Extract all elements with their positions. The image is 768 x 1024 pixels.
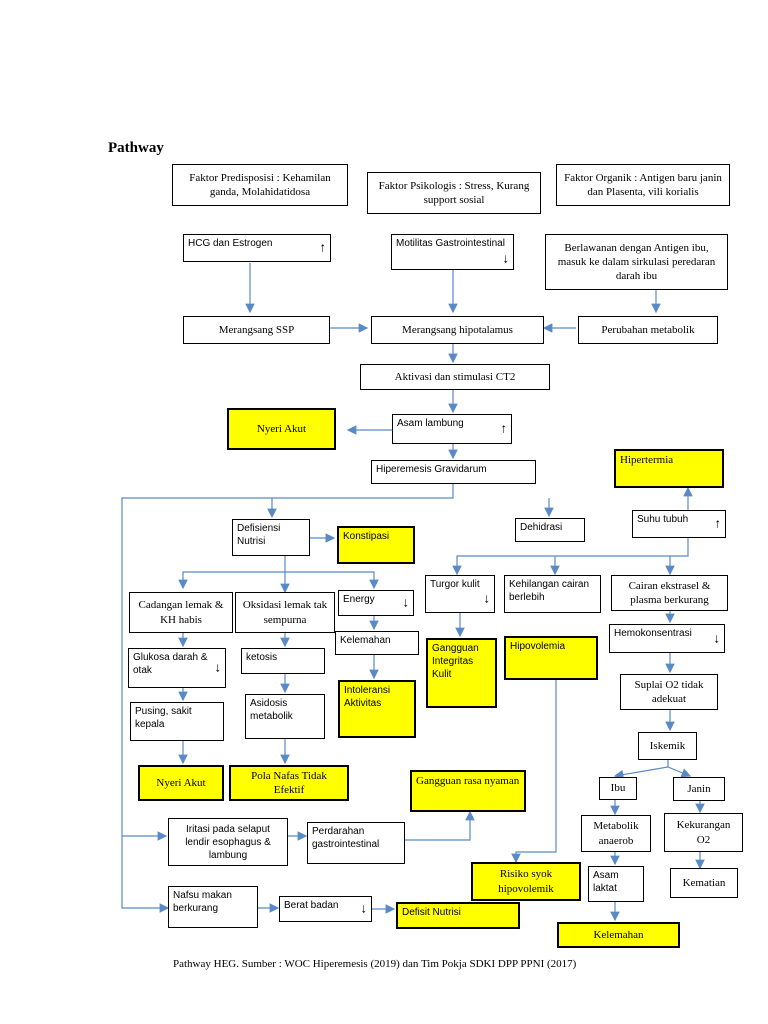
berlawanan-node: Berlawanan dengan Antigen ibu, masuk ke … [545, 234, 728, 290]
berat-badan-node: Berat badan↓ [279, 896, 372, 922]
decrease-indicator: ↓ [502, 250, 510, 266]
ibu-node: Ibu [599, 777, 637, 800]
pusing-node: Pusing, sakit kepala [130, 702, 224, 741]
decrease-indicator: ↓ [214, 659, 222, 675]
perdarahan-node: Perdarahan gastrointestinal [307, 822, 405, 864]
gangguan-rasa-nyaman-diagnosis: Gangguan rasa nyaman [410, 770, 526, 812]
pola-nafas-diagnosis: Pola Nafas Tidak Efektif [229, 765, 349, 801]
iritasi-node: Iritasi pada selaput lendir esophagus & … [168, 818, 288, 866]
asidosis-node: Asidosis metabolik [245, 694, 325, 739]
suplai-o2-node: Suplai O2 tidak adekuat [620, 674, 718, 710]
iskemik-node: Iskemik [638, 732, 697, 760]
metabolik-anaerob-node: Metabolik anaerob [581, 815, 651, 852]
nyeri-akut-diagnosis: Nyeri Akut [227, 408, 336, 450]
energy-node: Energy↓ [338, 590, 414, 616]
faktor-predisposisi-node: Faktor Predisposisi : Kehamilan ganda, M… [172, 164, 348, 206]
dehidrasi-node: Dehidrasi [515, 518, 585, 542]
hiperemesis-node: Hiperemesis Gravidarum [371, 460, 536, 484]
kematian-node: Kematian [670, 868, 738, 898]
hipertermia-diagnosis: Hipertermia [614, 449, 724, 488]
nyeri-akut-diagnosis-2: Nyeri Akut [138, 765, 224, 801]
decrease-indicator: ↓ [713, 630, 721, 646]
increase-indicator: ↑ [714, 515, 722, 531]
risiko-syok-diagnosis: Risiko syok hipovolemik [471, 862, 581, 901]
faktor-organik-node: Faktor Organik : Antigen baru janin dan … [556, 164, 730, 206]
cadangan-lemak-node: Cadangan lemak & KH habis [129, 592, 233, 633]
aktivasi-ct2-node: Aktivasi dan stimulasi CT2 [360, 364, 550, 390]
faktor-psikologis-node: Faktor Psikologis : Stress, Kurang suppo… [367, 172, 541, 214]
asam-lambung-node: Asam lambung↑ [392, 414, 512, 444]
decrease-indicator: ↓ [402, 594, 410, 610]
konstipasi-diagnosis: Konstipasi [337, 526, 415, 564]
intoleransi-aktivitas-diagnosis: Intoleransi Aktivitas [338, 680, 416, 738]
cairan-ekstrasel-node: Cairan ekstrasel & plasma berkurang [611, 575, 728, 611]
decrease-indicator: ↓ [483, 590, 491, 606]
perubahan-metabolik-node: Perubahan metabolik [578, 316, 718, 344]
motilitas-node: Motilitas Gastrointestinal↓ [391, 234, 514, 270]
increase-indicator: ↑ [319, 239, 327, 255]
turgor-kulit-node: Turgor kulit↓ [425, 575, 495, 613]
hipovolemia-diagnosis: Hipovolemia [504, 636, 598, 680]
merangsang-ssp-node: Merangsang SSP [183, 316, 330, 344]
janin-node: Janin [673, 777, 725, 801]
defisit-nutrisi-diagnosis: Defisit Nutrisi [396, 902, 520, 929]
increase-indicator: ↑ [500, 420, 508, 436]
suhu-tubuh-node: Suhu tubuh↑ [632, 510, 726, 538]
hcg-estrogen-node: HCG dan Estrogen↑ [183, 234, 331, 262]
kelemahan-diagnosis: Kelemahan [557, 922, 680, 948]
merangsang-hipotalamus-node: Merangsang hipotalamus [371, 316, 544, 344]
nafsu-makan-node: Nafsu makan berkurang [168, 886, 258, 928]
kelemahan-node: Kelemahan [335, 631, 419, 655]
hemokonsentrasi-node: Hemokonsentrasi↓ [609, 624, 725, 653]
page-title: Pathway [108, 140, 164, 156]
kekurangan-o2-node: Kekurangan O2 [664, 813, 743, 852]
kehilangan-cairan-node: Kehilangan cairan berlebih [504, 575, 601, 613]
oksidasi-lemak-node: Oksidasi lemak tak sempurna [235, 592, 335, 633]
figure-caption: Pathway HEG. Sumber : WOC Hiperemesis (2… [173, 958, 577, 970]
ketosis-node: ketosis [241, 648, 325, 674]
decrease-indicator: ↓ [360, 900, 368, 916]
asam-laktat-node: Asam laktat [588, 866, 644, 902]
gangguan-integritas-diagnosis: Gangguan Integritas Kulit [426, 638, 497, 708]
defisiensi-nutrisi-node: Defisiensi Nutrisi [232, 519, 310, 556]
glukosa-node: Glukosa darah & otak↓ [128, 648, 226, 688]
